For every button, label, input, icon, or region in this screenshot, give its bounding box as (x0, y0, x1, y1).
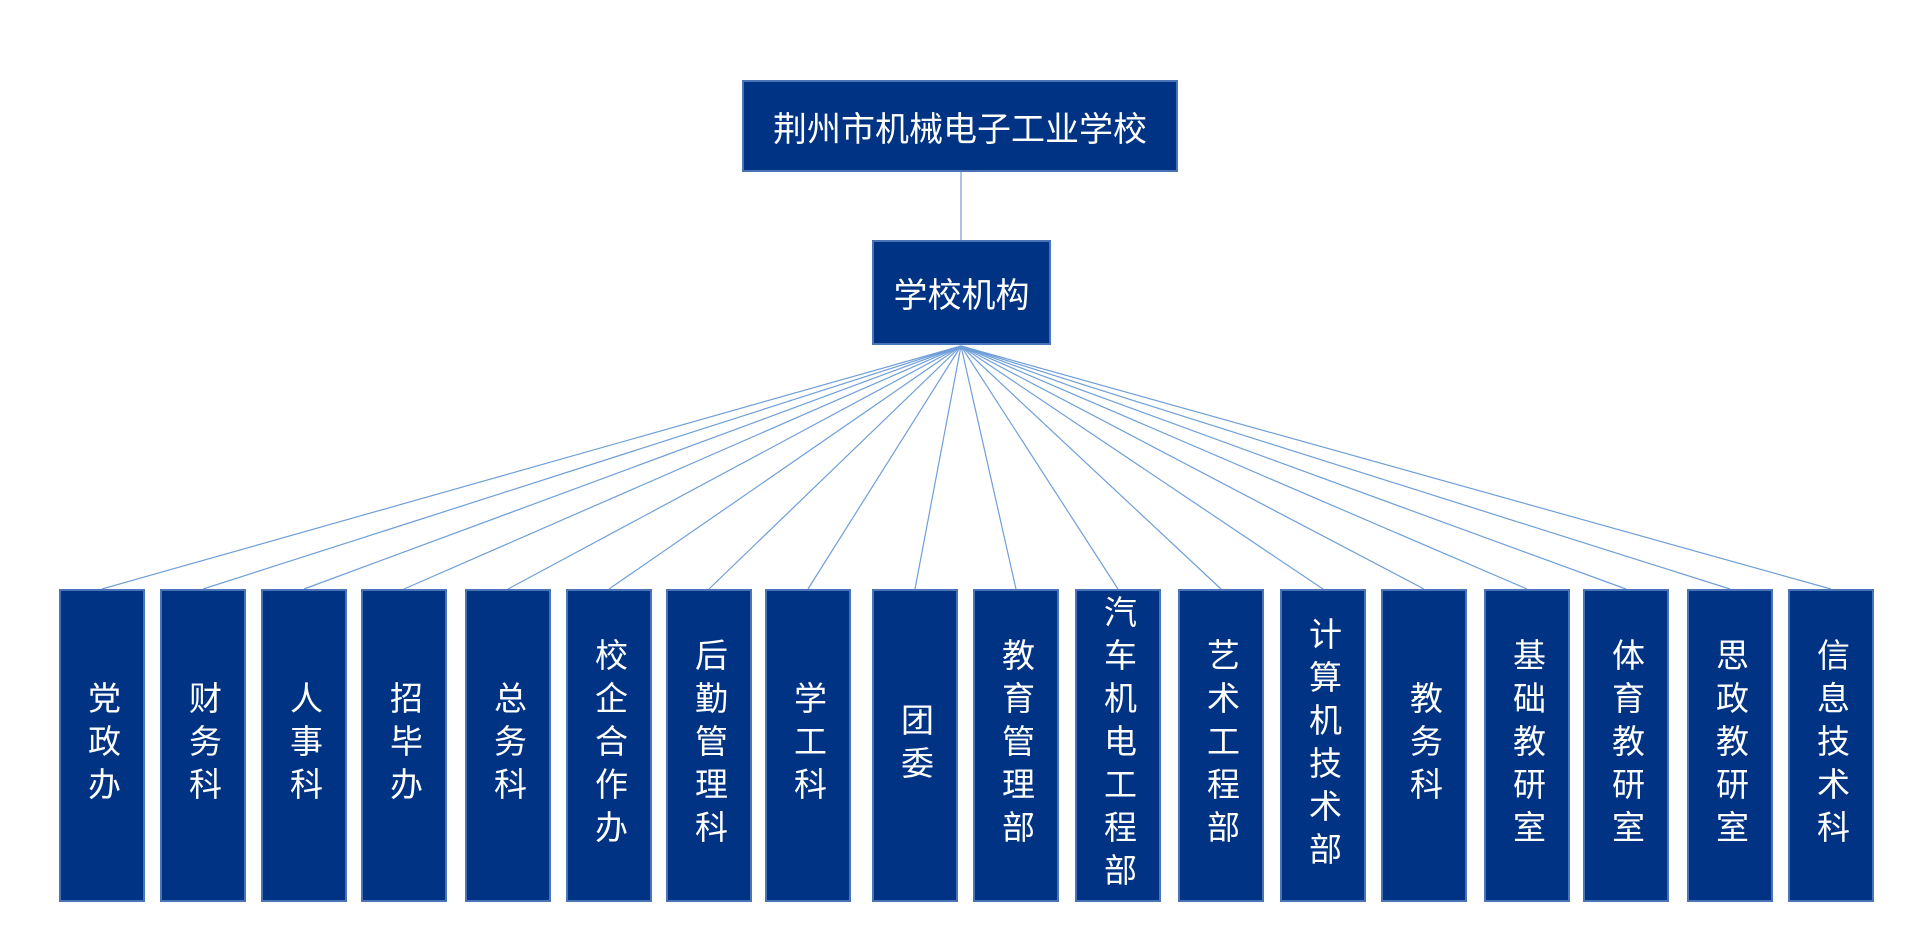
org-label: 学校机构 (893, 276, 1030, 316)
department-label: 计算机技术部 (1303, 616, 1343, 875)
department-connector (507, 345, 962, 590)
department-label: 党政办 (82, 681, 122, 810)
department-connector (807, 345, 962, 590)
department-node: 党政办 (59, 589, 145, 902)
department-node: 学工科 (765, 589, 851, 902)
department-node: 后勤管理科 (666, 589, 752, 902)
department-label: 思政教研室 (1710, 638, 1750, 853)
department-connector (960, 345, 1627, 590)
department-label: 总务科 (488, 681, 528, 810)
department-node: 人事科 (261, 589, 347, 902)
department-connector (960, 345, 1528, 590)
department-label: 招毕办 (384, 681, 424, 810)
department-connector (960, 345, 1222, 590)
department-node: 教育管理部 (973, 589, 1059, 902)
department-label: 基础教研室 (1507, 638, 1547, 853)
root-node: 荆州市机械电子工业学校 (742, 80, 1178, 172)
department-label: 教育管理部 (996, 638, 1036, 853)
department-connector (202, 345, 962, 590)
department-connector (960, 345, 1425, 590)
department-node: 招毕办 (361, 589, 447, 902)
department-node: 信息技术科 (1788, 589, 1874, 902)
department-node: 艺术工程部 (1178, 589, 1264, 902)
department-node: 总务科 (465, 589, 551, 902)
department-connector (708, 345, 962, 590)
department-connector (960, 345, 1832, 590)
department-node: 教务科 (1381, 589, 1467, 902)
department-node: 基础教研室 (1484, 589, 1570, 902)
department-label: 校企合作办 (589, 638, 629, 853)
department-connector (403, 345, 962, 590)
department-connector (608, 345, 962, 590)
department-connector (960, 345, 1119, 590)
department-label: 教务科 (1404, 681, 1444, 810)
department-connector (101, 345, 962, 590)
department-node: 思政教研室 (1687, 589, 1773, 902)
department-connector (960, 345, 1324, 590)
department-label: 团委 (895, 702, 935, 789)
root-label: 荆州市机械电子工业学校 (773, 109, 1147, 150)
department-connector (914, 345, 962, 590)
department-label: 人事科 (284, 681, 324, 810)
department-label: 汽车机电工程部 (1098, 595, 1138, 896)
department-node: 校企合作办 (566, 589, 652, 902)
department-label: 后勤管理科 (689, 638, 729, 853)
department-node: 体育教研室 (1583, 589, 1669, 902)
department-connector (960, 345, 1731, 590)
department-label: 艺术工程部 (1201, 638, 1241, 853)
department-connector (303, 345, 962, 590)
department-label: 体育教研室 (1606, 638, 1646, 853)
department-node: 计算机技术部 (1280, 589, 1366, 902)
department-node: 团委 (872, 589, 958, 902)
department-node: 财务科 (160, 589, 246, 902)
department-label: 学工科 (788, 681, 828, 810)
department-label: 信息技术科 (1811, 638, 1851, 853)
department-node: 汽车机电工程部 (1075, 589, 1161, 902)
department-label: 财务科 (183, 681, 223, 810)
department-connector (960, 345, 1017, 590)
org-node: 学校机构 (872, 240, 1051, 345)
